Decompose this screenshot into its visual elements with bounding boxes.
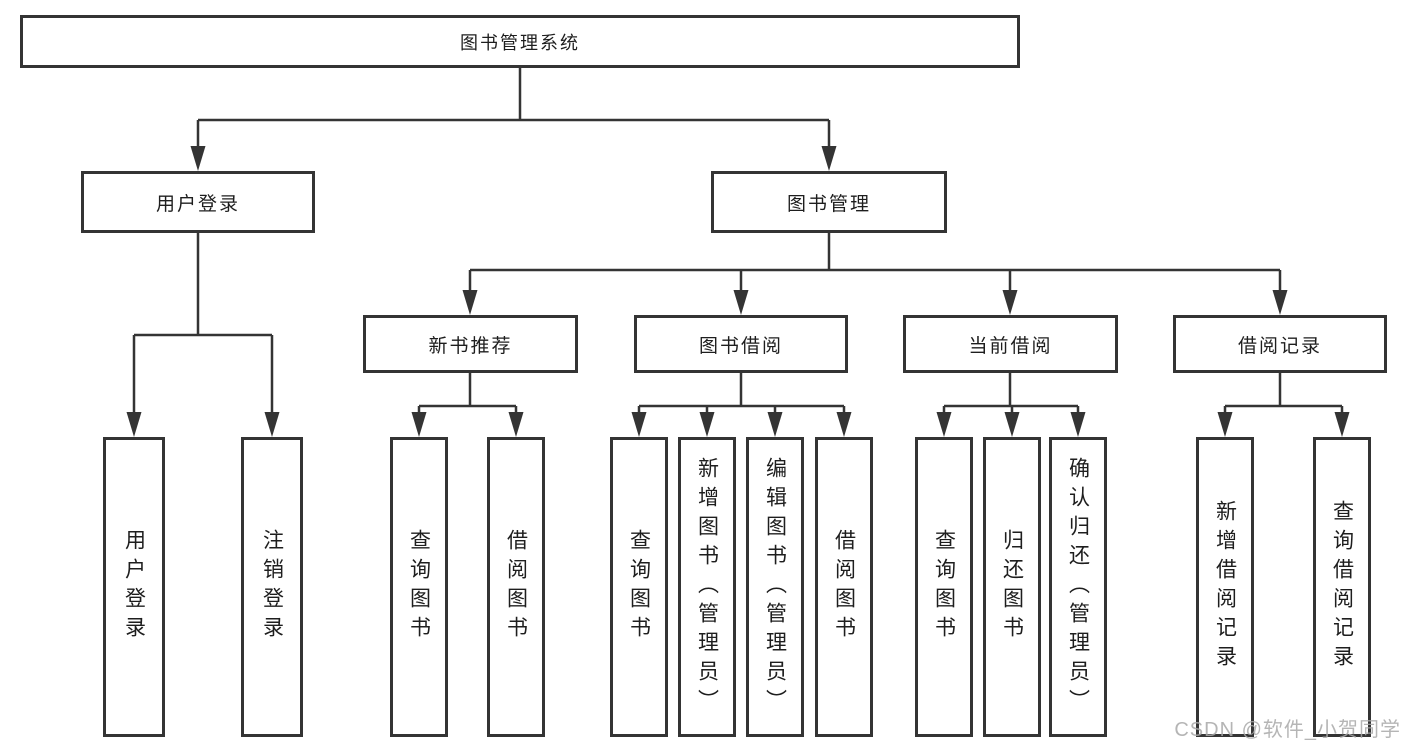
node-new-book-recommend-label: 新书推荐 <box>428 335 513 357</box>
leaf-borrow-add-admin: 新增图书（管理员） <box>678 437 736 737</box>
node-book-borrow-label: 图书借阅 <box>698 335 783 357</box>
leaf-borrow-query-label: 查询图书 <box>627 529 651 645</box>
leaf-logout: 注销登录 <box>241 437 303 737</box>
connector-newbooks-to-leaves <box>417 373 518 421</box>
node-borrow-records: 借阅记录 <box>1173 315 1387 373</box>
leaf-user-login: 用户登录 <box>103 437 165 737</box>
connector-userlogin-to-leaves <box>132 233 274 421</box>
leaf-current-return: 归还图书 <box>983 437 1041 737</box>
node-book-borrow: 图书借阅 <box>634 315 848 373</box>
leaf-records-add-label: 新增借阅记录 <box>1213 500 1237 674</box>
leaf-records-query-label: 查询借阅记录 <box>1330 500 1354 674</box>
node-current-borrow: 当前借阅 <box>903 315 1118 373</box>
connector-records-to-leaves <box>1223 373 1344 421</box>
leaf-borrow-query: 查询图书 <box>610 437 668 737</box>
node-book-management-label: 图书管理 <box>786 193 871 215</box>
leaf-newbooks-query-label: 查询图书 <box>407 529 431 645</box>
leaf-borrow-edit-admin-label: 编辑图书（管理员） <box>763 456 787 718</box>
leaf-current-confirm-admin-label: 确认归还（管理员） <box>1066 456 1090 718</box>
leaf-current-query: 查询图书 <box>915 437 973 737</box>
node-root-system-label: 图书管理系统 <box>460 32 580 53</box>
node-user-login: 用户登录 <box>81 171 315 233</box>
leaf-newbooks-borrow-label: 借阅图书 <box>504 529 528 645</box>
leaf-borrow-edit-admin: 编辑图书（管理员） <box>746 437 804 737</box>
leaf-borrow-book-label: 借阅图书 <box>832 529 856 645</box>
node-new-book-recommend: 新书推荐 <box>363 315 578 373</box>
leaf-current-query-label: 查询图书 <box>932 529 956 645</box>
leaf-newbooks-borrow: 借阅图书 <box>487 437 545 737</box>
connector-bookborrow-to-leaves <box>637 373 846 421</box>
node-book-management: 图书管理 <box>711 171 947 233</box>
leaf-borrow-book: 借阅图书 <box>815 437 873 737</box>
leaf-logout-label: 注销登录 <box>260 529 284 645</box>
connector-root-to-level2 <box>196 68 831 155</box>
node-current-borrow-label: 当前借阅 <box>968 335 1053 357</box>
node-root-system: 图书管理系统 <box>20 15 1020 68</box>
connector-bookmgmt-to-level3 <box>468 233 1282 299</box>
leaf-records-add: 新增借阅记录 <box>1196 437 1254 737</box>
arrowheads <box>126 146 1350 437</box>
csdn-watermark: CSDN @软件_小贺同学 <box>1174 719 1401 741</box>
node-borrow-records-label: 借阅记录 <box>1237 335 1322 357</box>
leaf-current-return-label: 归还图书 <box>1000 529 1024 645</box>
leaf-user-login-label: 用户登录 <box>122 529 146 645</box>
leaf-records-query: 查询借阅记录 <box>1313 437 1371 737</box>
node-user-login-label: 用户登录 <box>155 193 240 215</box>
leaf-newbooks-query: 查询图书 <box>390 437 448 737</box>
leaf-borrow-add-admin-label: 新增图书（管理员） <box>695 456 719 718</box>
leaf-current-confirm-admin: 确认归还（管理员） <box>1049 437 1107 737</box>
